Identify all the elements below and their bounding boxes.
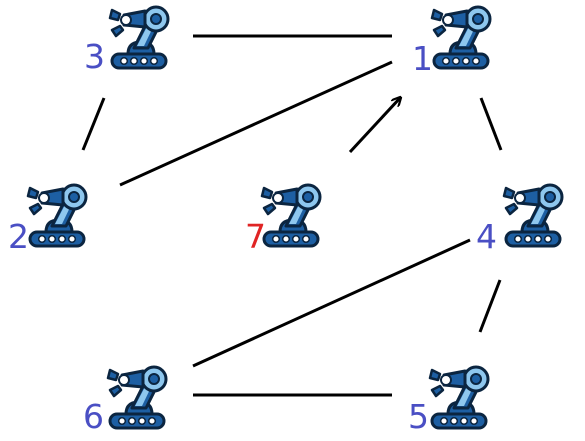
robot-arm-icon	[108, 5, 170, 70]
robot-label-6: 6	[83, 397, 104, 436]
robot-label-5: 5	[408, 397, 429, 436]
edge-3-2	[81, 97, 106, 151]
robot-arm-icon	[428, 365, 490, 430]
robot-node-3: 3	[84, 5, 170, 76]
robot-label-3: 3	[84, 37, 105, 76]
robot-arm-icon	[26, 183, 88, 248]
robot-arm-icon	[260, 183, 322, 248]
robot-arm-icon	[502, 183, 564, 248]
robot-node-7: 7	[245, 183, 322, 256]
robot-node-2: 2	[8, 183, 88, 256]
edge-4-6	[192, 238, 471, 368]
robot-node-1: 1	[412, 5, 492, 78]
robot-label-1: 1	[412, 39, 433, 78]
robot-node-6: 6	[83, 365, 168, 436]
robot-node-4: 4	[476, 183, 564, 256]
edge-1-4	[479, 97, 503, 151]
edge-2-1	[119, 60, 393, 187]
edge-layer	[81, 34, 503, 397]
robot-label-2: 2	[8, 217, 29, 256]
robot-arm-icon	[430, 5, 492, 70]
node-layer: 1 2 3 4 5 6 7	[8, 5, 564, 436]
robot-arm-icon	[106, 365, 168, 430]
edge-4-5	[478, 279, 502, 333]
robot-label-4: 4	[476, 217, 497, 256]
robot-label-7: 7	[245, 217, 266, 256]
edge-7-1	[348, 98, 400, 154]
robot-node-5: 5	[408, 365, 490, 436]
